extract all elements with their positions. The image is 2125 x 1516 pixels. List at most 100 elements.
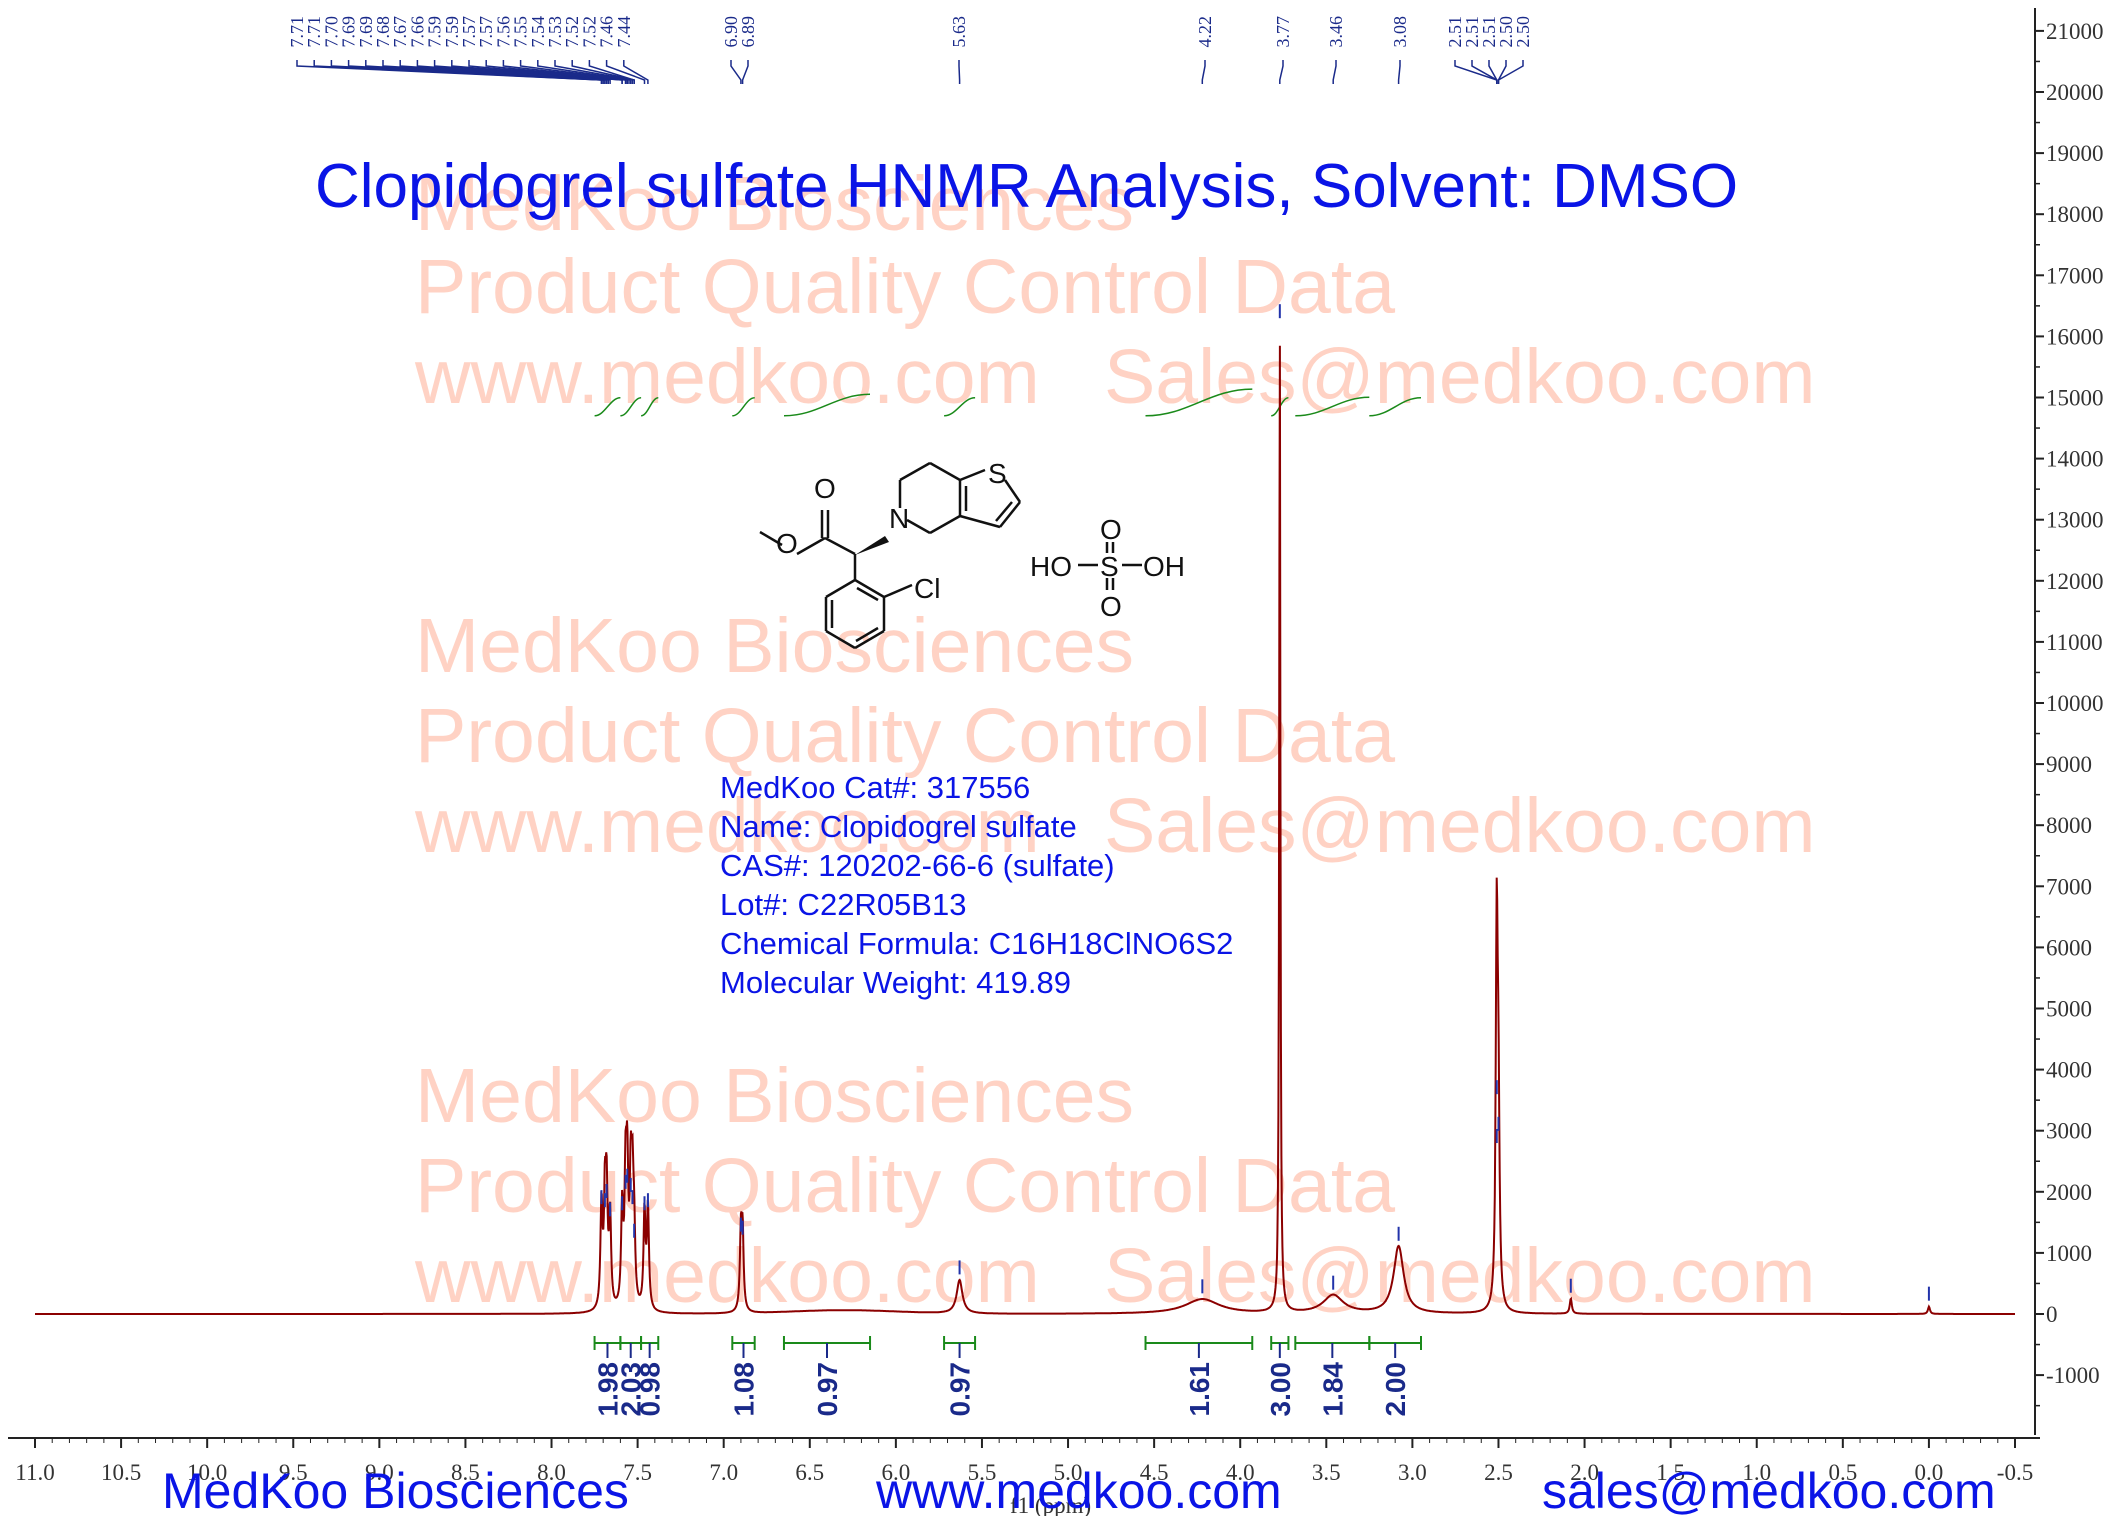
x-tick-label: 2.0 [1570, 1460, 1599, 1485]
watermark-line-2: Product Quality Control Data [415, 693, 1395, 779]
peak-label: 7.52 [579, 16, 599, 48]
peak-label: 7.53 [545, 16, 565, 48]
y-tick-label: 21000 [2046, 19, 2104, 44]
peak-label-leader [741, 60, 749, 84]
sulfate-s: S [1100, 551, 1119, 582]
peak-label-leader [519, 60, 630, 84]
x-tick-label: 6.5 [795, 1460, 824, 1485]
peak-label-leader [605, 60, 646, 84]
peak-label-leader [1397, 60, 1401, 84]
integration-value: 1.84 [1317, 1362, 1348, 1417]
y-tick-label: 13000 [2046, 508, 2104, 533]
x-tick-label: 5.5 [968, 1460, 997, 1485]
integral-curve [594, 397, 621, 417]
chemical-structure [759, 461, 1142, 650]
peak-label: 7.66 [407, 16, 427, 48]
peak-label: 7.69 [356, 16, 376, 48]
y-tick-label: 4000 [2046, 1058, 2092, 1083]
y-tick-label: 11000 [2046, 630, 2103, 655]
y-tick-label: 1000 [2046, 1241, 2092, 1266]
info-formula: Chemical Formula: C16H18ClNO6S2 [720, 926, 1233, 961]
peak-label-leader [451, 60, 623, 84]
peak-label: 4.22 [1195, 16, 1215, 48]
peak-label: 7.57 [459, 16, 479, 48]
peak-label: 7.54 [528, 16, 548, 48]
sulfate-oh: OH [1143, 551, 1185, 582]
y-tick-label: 0 [2046, 1302, 2058, 1327]
footer: MedKoo Biosciences www.medkoo.com sales@… [162, 1463, 1996, 1516]
footer-website: www.medkoo.com [875, 1463, 1282, 1516]
atom-cl: Cl [914, 573, 940, 604]
y-tick-label: 12000 [2046, 569, 2104, 594]
peak-label: 7.67 [390, 16, 410, 48]
x-tick-label: 2.5 [1484, 1460, 1513, 1485]
peak-label: 5.63 [949, 16, 969, 48]
integration-value: 0.97 [812, 1362, 843, 1417]
y-tick-label: 14000 [2046, 447, 2104, 472]
y-tick-label: 20000 [2046, 80, 2104, 105]
x-tick-label: 3.0 [1398, 1460, 1427, 1485]
peak-label: 7.55 [511, 16, 531, 48]
peak-label: 7.52 [562, 16, 582, 48]
info-cas: CAS#: 120202-66-6 (sulfate) [720, 848, 1115, 883]
peak-label-leader [416, 60, 611, 84]
peak-label: 7.59 [425, 16, 445, 48]
integral-curve [1145, 388, 1253, 417]
peak-label: 7.71 [304, 16, 324, 48]
peak-label-leader [588, 60, 635, 84]
atom-n: N [889, 503, 909, 534]
peak-label-leader [1454, 60, 1498, 84]
peak-label: 7.57 [476, 16, 496, 48]
watermark-layer: MedKoo Biosciences Product Quality Contr… [414, 161, 1816, 1319]
peak-label-leader [537, 60, 632, 84]
y-tick-label: 6000 [2046, 935, 2092, 960]
peak-label: 2.50 [1496, 16, 1516, 48]
axes: 2100020000190001800017000160001500014000… [8, 8, 2104, 1516]
x-tick-label: 0.5 [1828, 1460, 1857, 1485]
x-tick-label: -0.5 [1997, 1460, 2033, 1485]
peak-label-leader [1201, 60, 1206, 84]
integral-curve [732, 397, 755, 417]
x-tick-label: 9.5 [279, 1460, 308, 1485]
peak-label: 7.59 [442, 16, 462, 48]
integral-curve [620, 397, 642, 417]
peak-label: 2.50 [1513, 16, 1533, 48]
peak-label-leader [1497, 60, 1524, 84]
compound-info: MedKoo Cat#: 317556 Name: Clopidogrel su… [720, 770, 1233, 1000]
watermark-line-1: MedKoo Biosciences [415, 603, 1134, 689]
x-tick-label: 3.5 [1312, 1460, 1341, 1485]
y-tick-label: 8000 [2046, 813, 2092, 838]
peak-label: 7.70 [321, 16, 341, 48]
y-tick-label: 19000 [2046, 141, 2104, 166]
footer-company: MedKoo Biosciences [162, 1463, 629, 1516]
y-tick-label: -1000 [2046, 1363, 2100, 1388]
integral-curve [1295, 396, 1370, 417]
y-tick-label: 16000 [2046, 324, 2104, 349]
peak-label: 2.51 [1462, 16, 1482, 48]
info-cat: MedKoo Cat#: 317556 [720, 770, 1030, 805]
integration-value: 2.00 [1380, 1362, 1411, 1417]
peak-label: 7.68 [373, 16, 393, 48]
peak-label: 7.71 [287, 16, 307, 48]
x-tick-label: 7.0 [709, 1460, 738, 1485]
peak-label: 3.77 [1273, 16, 1293, 48]
info-name: Name: Clopidogrel sulfate [720, 809, 1077, 844]
x-tick-label: 4.0 [1226, 1460, 1255, 1485]
peak-label: 6.90 [721, 16, 741, 48]
peak-label-leader [1332, 60, 1337, 84]
sulfate-o-bottom: O [1100, 591, 1122, 622]
peak-labels: 7.717.717.707.697.697.687.677.667.597.59… [287, 16, 1533, 84]
spectrum-line [35, 345, 2015, 1315]
peak-label: 2.51 [1445, 16, 1465, 48]
x-tick-label: 7.5 [623, 1460, 652, 1485]
x-tick-label: 11.0 [15, 1460, 54, 1485]
chart-title: Clopidogrel sulfate HNMR Analysis, Solve… [315, 152, 1738, 221]
x-tick-label: 8.0 [537, 1460, 566, 1485]
peak-label: 7.46 [597, 16, 617, 48]
atom-o-carbonyl: O [814, 473, 836, 504]
x-tick-label: 0.0 [1915, 1460, 1944, 1485]
y-tick-label: 9000 [2046, 752, 2092, 777]
peak-label-leader [1497, 60, 1507, 84]
